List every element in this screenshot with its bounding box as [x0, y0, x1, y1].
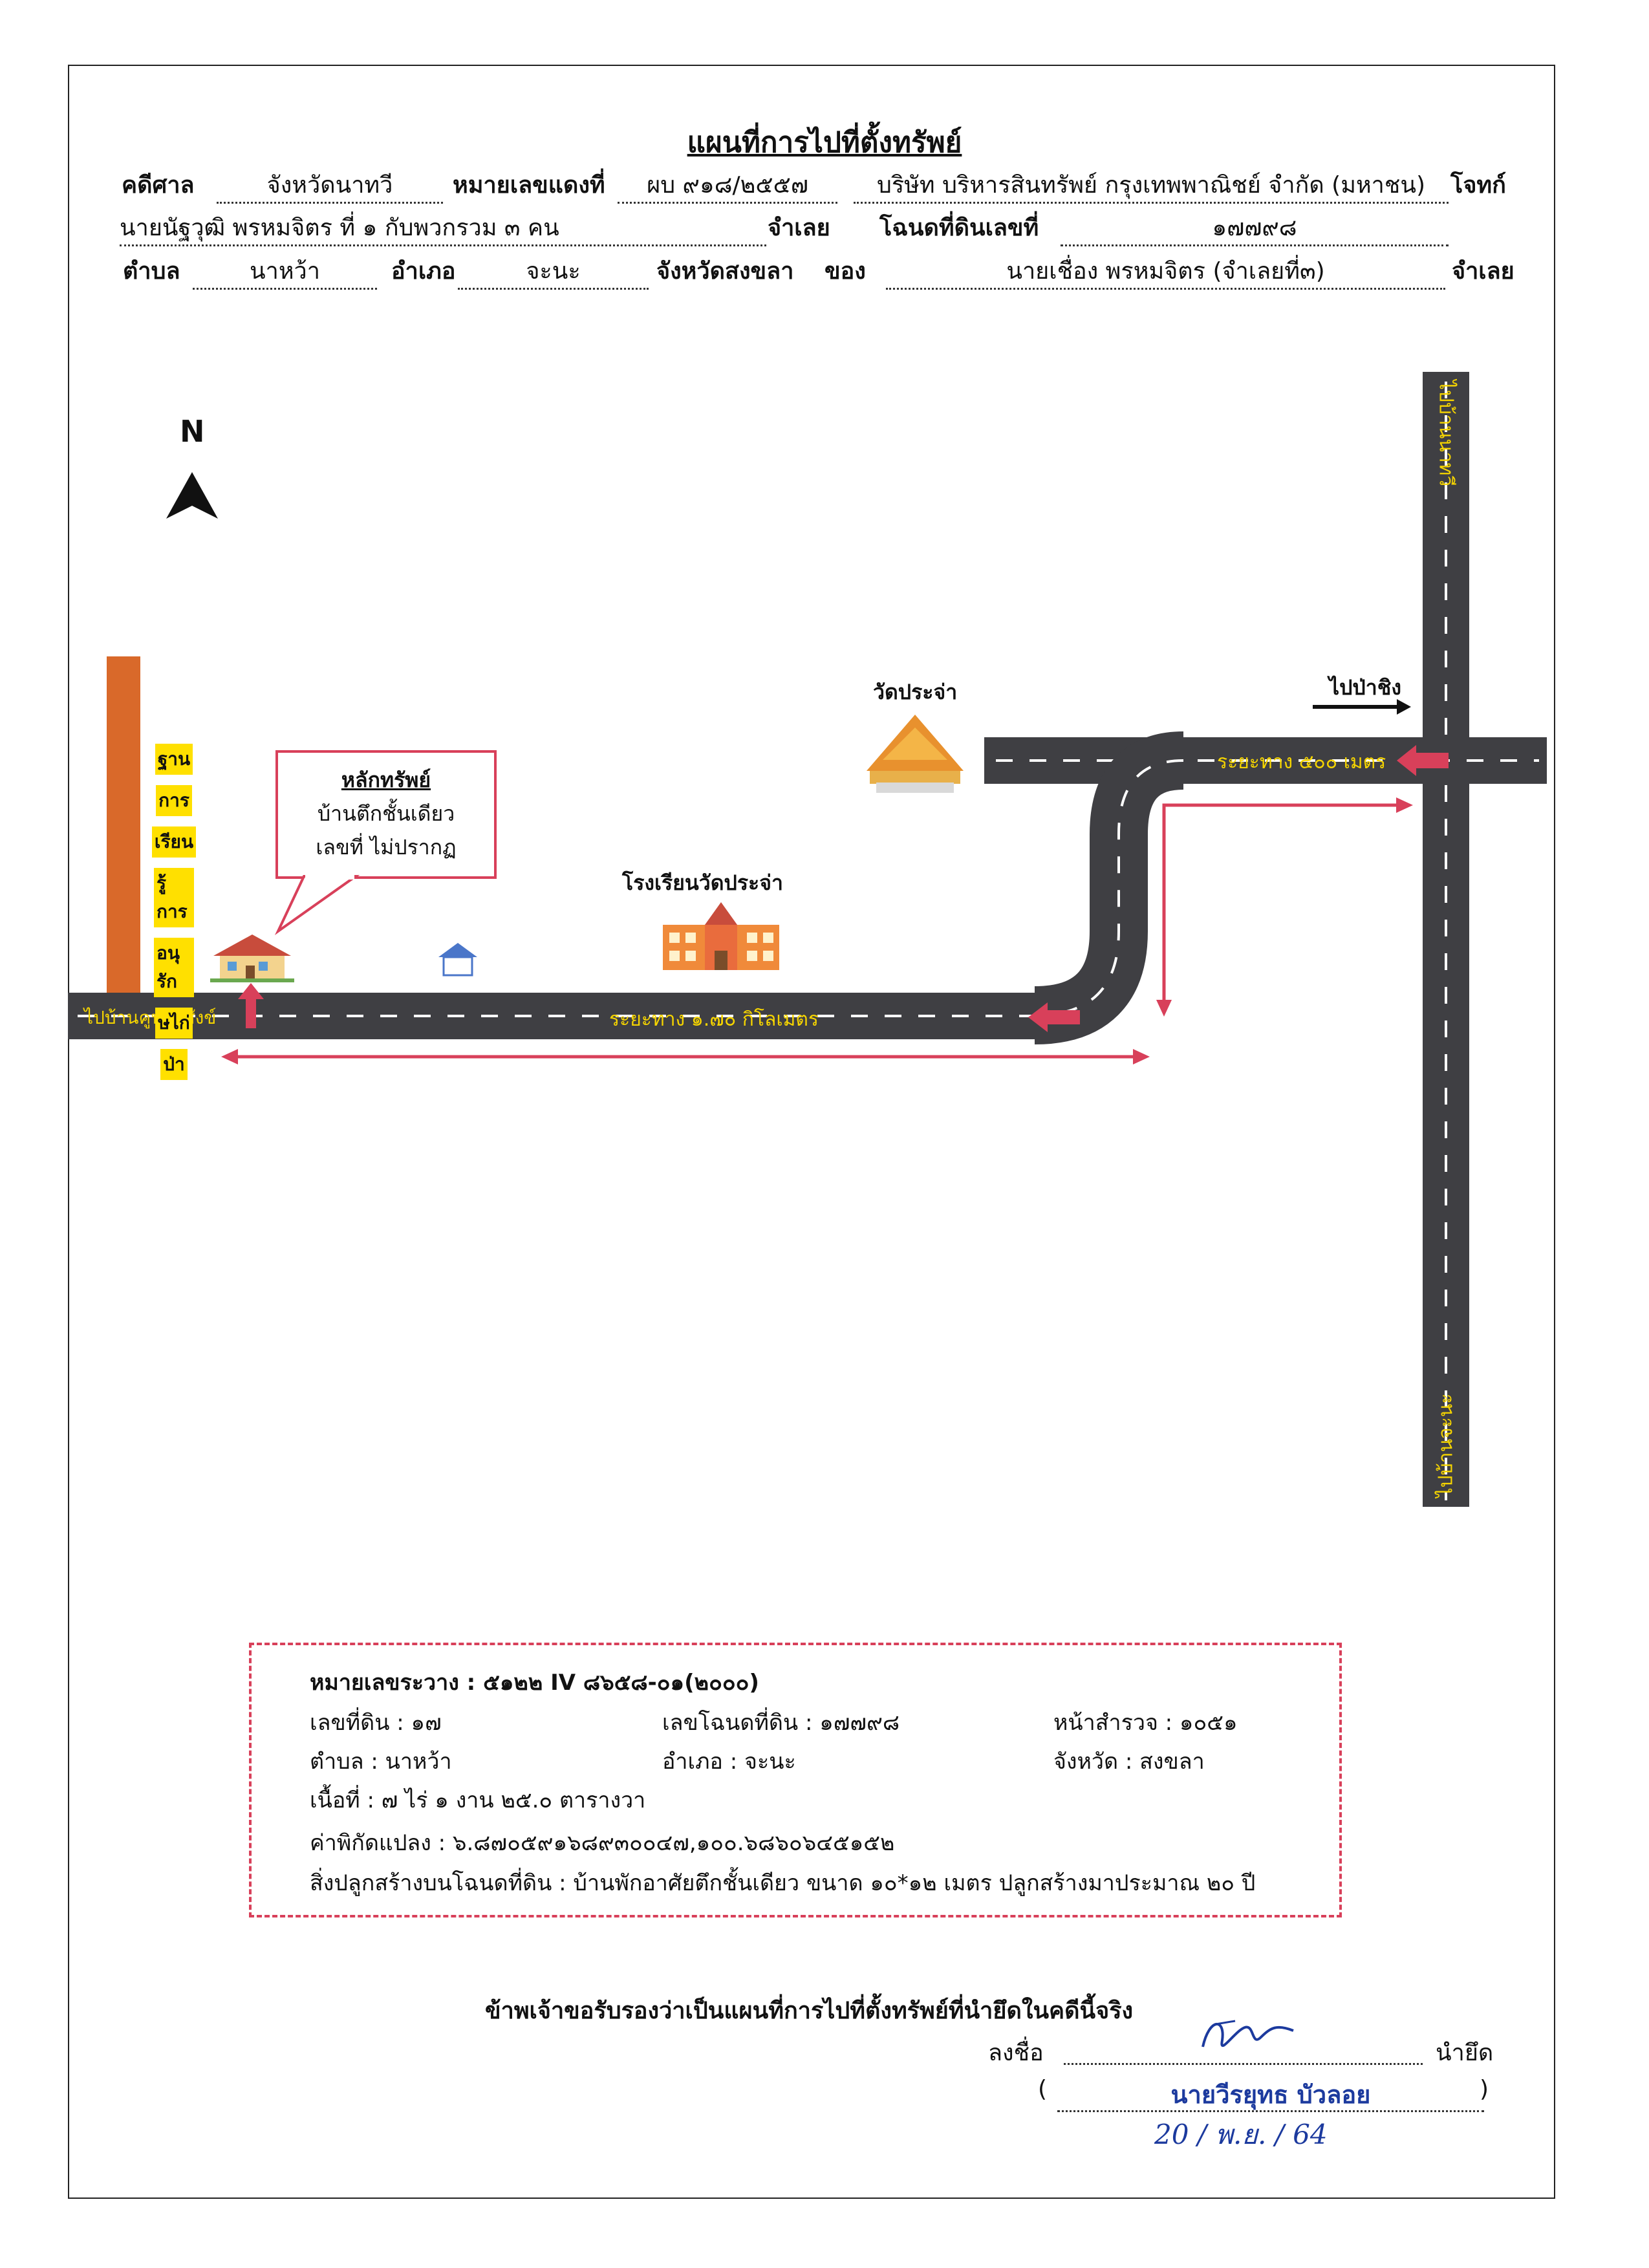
page-title: แผนที่การไปที่ตั้งทรัพย์ — [687, 126, 962, 159]
open-paren: ( — [1038, 2076, 1048, 2102]
sign-word: รู้การ — [154, 868, 194, 927]
distance-lower-label: ระยะทาง ๑.๗๐ กิโลเมตร — [609, 1008, 819, 1031]
small-house-icon — [438, 943, 477, 977]
road-arrow-lower — [1028, 1002, 1080, 1032]
sign-word: ป่า — [160, 1049, 188, 1080]
temple-icon — [867, 715, 964, 793]
case-no-label: หมายเลขแดงที่ — [453, 172, 605, 199]
property-callout: หลักทรัพย์ บ้านตึกชั้นเดียว เลขที่ ไม่ปร… — [277, 763, 495, 864]
survey-page: หน้าสำรวจ : ๑๐๕๑ — [1053, 1710, 1238, 1736]
sign-word: ฐาน — [155, 744, 193, 775]
district-value: จะนะ — [458, 255, 649, 290]
of-label: ของ — [824, 258, 866, 285]
sign-word: ษไก่ — [155, 1008, 193, 1039]
signature-date: 20 / พ.ย. / 64 — [1154, 2119, 1328, 2150]
sign-word: เรียน — [151, 826, 197, 858]
owner-value: นายเชื่อง พรหมจิตร (จำเลยที่๓) — [886, 255, 1445, 290]
school-icon — [663, 902, 779, 970]
certification-statement: ข้าพเจ้าขอรับรองว่าเป็นแผนที่การไปที่ตั้… — [485, 1998, 1134, 2024]
owner-role: จำเลย — [1452, 258, 1514, 285]
to-pachin-label: ไปป่าชิง — [1329, 675, 1402, 700]
school-label: โรงเรียนวัดประจ่า — [622, 870, 783, 895]
name-line — [1057, 2110, 1484, 2112]
info-buildings: สิ่งปลูกสร้างบนโฉนดที่ดิน : บ้านพักอาศัย… — [310, 1870, 1256, 1896]
court-label: คดีศาล — [122, 172, 195, 199]
defendant-value: นายนัฐวุฒิ พรหมจิตร ที่ ๑ กับพวกรวม ๓ คน — [120, 212, 766, 246]
temple-label: วัดประจ่า — [873, 680, 958, 704]
info-area: เนื้อที่ : ๗ ไร่ ๑ งาน ๒๕.๐ ตารางวา — [310, 1787, 646, 1813]
info-subdistrict: ตำบล : นาหว้า — [310, 1749, 452, 1775]
signer-name: นายวีรยุทธ บัวลอย — [1170, 2080, 1371, 2109]
map-sheet-no: หมายเลขระวาง : ๕๑๒๒ IV ๘๖๕๘-๐๑(๒๐๐๐) — [310, 1670, 759, 1696]
vertical-road-top-label: ไปบ้านนาทวี — [1434, 380, 1458, 487]
vertical-road-bottom-label: ไปบ้านจะนะ — [1434, 1393, 1458, 1498]
subdistrict-value: นาหว้า — [193, 255, 377, 290]
distance-arrow-upper — [1162, 803, 1408, 1012]
sign-label: ลงชื่อ — [988, 2040, 1044, 2066]
plaintiff-value: บริษัท บริหารสินทรัพย์ กรุงเทพพาณิชย์ จำ… — [854, 169, 1449, 204]
info-province: จังหวัด : สงขลา — [1053, 1749, 1205, 1775]
role-label: นำยึด — [1436, 2040, 1494, 2066]
north-arrow-icon — [166, 472, 218, 519]
property-line-2: เลขที่ ไม่ปรากฏ — [316, 835, 457, 859]
signature-line — [1064, 2063, 1423, 2065]
court-value: จังหวัดนาทวี — [217, 169, 443, 204]
signpost — [107, 656, 140, 993]
signature-mark — [1202, 2020, 1294, 2047]
page-frame — [68, 65, 1555, 2199]
province-label: จังหวัดสงขลา — [656, 258, 794, 285]
property-line-1: บ้านตึกชั้นเดียว — [317, 801, 455, 826]
close-paren: ) — [1480, 2076, 1489, 2102]
deed-no: เลขโฉนดที่ดิน : ๑๗๗๙๘ — [662, 1710, 900, 1736]
deed-value: ๑๗๗๙๘ — [1061, 212, 1449, 246]
property-info-box: หมายเลขระวาง : ๕๑๒๒ IV ๘๖๕๘-๐๑(๒๐๐๐) เลข… — [249, 1643, 1342, 1917]
defendant-label: จำเลย — [768, 215, 830, 241]
to-left-label: ไปบ้านคูนายสังข์ — [84, 1007, 217, 1028]
case-no-value: ผบ ๙๑๘/๒๕๕๗ — [618, 169, 837, 204]
subdistrict-label: ตำบล — [123, 258, 180, 285]
learning-center-sign: ฐาน การ เรียน รู้การ อนุรัก ษไก่ ป่า — [151, 744, 197, 1080]
property-title: หลักทรัพย์ — [341, 768, 431, 792]
road-arrow-property — [238, 983, 264, 1028]
north-label: N — [180, 414, 205, 449]
district-label: อำเภอ — [391, 258, 456, 285]
plaintiff-label: โจทก์ — [1450, 172, 1506, 199]
info-district: อำเภอ : จะนะ — [662, 1749, 796, 1775]
sign-word: การ — [156, 785, 192, 816]
info-coordinates: ค่าพิกัดแปลง : ๖.๘๗๐๕๙๑๖๘๙๓๐๐๔๗,๑๐๐.๖๘๖๐… — [310, 1830, 895, 1856]
deed-label: โฉนดที่ดินเลขที่ — [879, 215, 1039, 241]
house-icon — [210, 934, 294, 982]
road-arrow-upper — [1397, 745, 1449, 776]
distance-upper-label: ระยะทาง ๕๐๐ เมตร — [1217, 751, 1386, 773]
sign-word: อนุรัก — [154, 938, 194, 997]
land-no: เลขที่ดิน : ๑๗ — [310, 1710, 442, 1736]
